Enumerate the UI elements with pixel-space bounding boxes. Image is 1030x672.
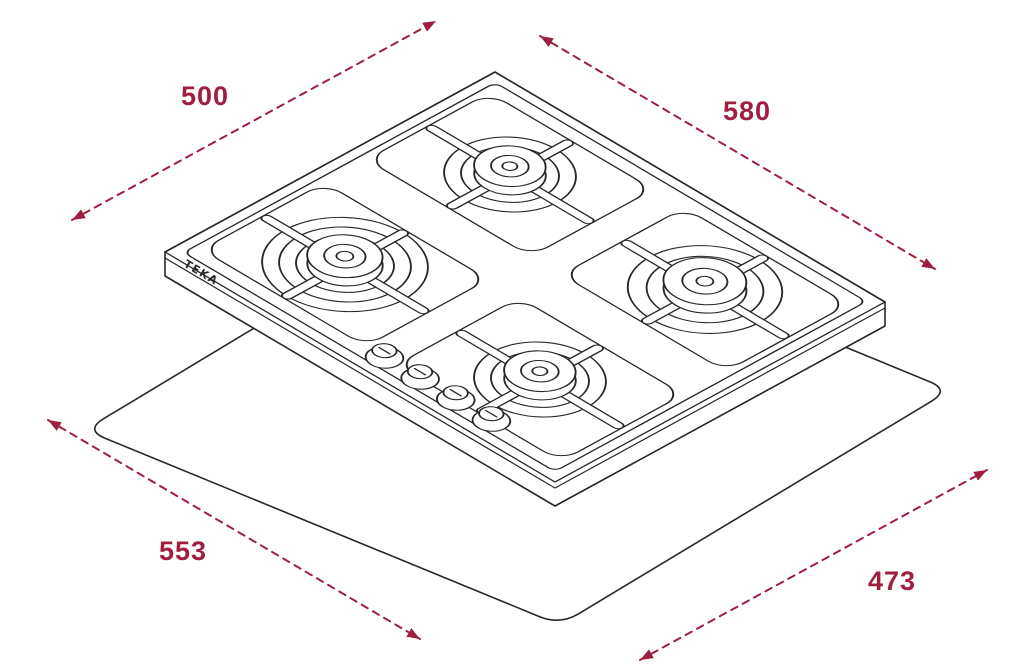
control-knob <box>471 406 512 432</box>
dimension-line-width-580 <box>539 35 936 270</box>
control-knob <box>435 385 476 411</box>
hob-rim-groove <box>164 257 886 489</box>
dimension-label-500: 500 <box>181 81 229 111</box>
dimension-label-553: 553 <box>159 536 207 566</box>
control-knob <box>364 343 405 369</box>
dimension-line-cutout-473 <box>639 469 988 661</box>
control-knob <box>400 364 440 390</box>
burner-front <box>405 302 675 457</box>
dimension-lines <box>47 20 988 661</box>
control-knobs <box>364 343 512 432</box>
dimension-line-cutout-553 <box>47 419 421 640</box>
dimension-label-580: 580 <box>723 96 771 126</box>
dimension-line-depth-500 <box>71 20 437 221</box>
dimension-label-473: 473 <box>868 566 916 596</box>
